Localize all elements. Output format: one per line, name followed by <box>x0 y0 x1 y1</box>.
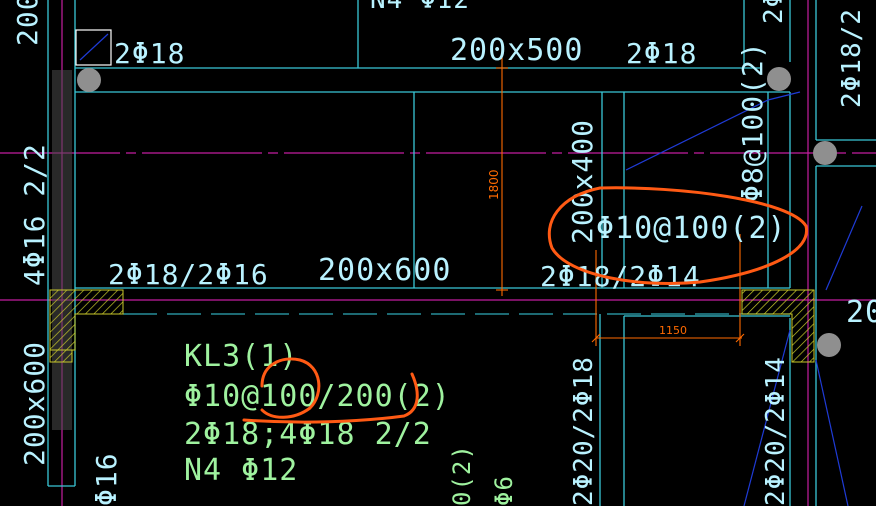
column-circle <box>813 141 837 165</box>
annotation-underline-left <box>242 372 419 424</box>
dimension-1800: 1800 <box>487 169 501 200</box>
label-left-bottom-vertical-rebar: Φ16 <box>90 452 123 506</box>
column-circle <box>817 333 841 357</box>
label-bottom-right-rebar: 2Φ18/2Φ14 <box>540 260 701 293</box>
label-right-vertical-1: 2Φ18/2 <box>837 8 867 108</box>
label-left-bottom-vertical-size: 200x600 <box>18 341 51 466</box>
label-bottom-right-vertical-rebar: 2Φ20/2Φ14 <box>761 356 791 506</box>
label-top-beam-size: 200x500 <box>450 33 583 68</box>
column-circle <box>77 68 101 92</box>
label-top-right-rebar: 2Φ18 <box>626 37 697 70</box>
label-bottom-green-frag-2: Φ6 <box>490 475 518 506</box>
hand-annotations <box>242 186 809 424</box>
annotation-circle-right <box>547 186 809 285</box>
kl-waist: N4 Φ12 <box>184 453 298 488</box>
dimension-1150: 1150 <box>659 324 687 337</box>
label-top-left-vertical: 200 <box>11 0 44 46</box>
label-mid-vertical-size: 200x400 <box>566 119 599 244</box>
label-circled-stirrup: Φ10@100(2) <box>596 211 787 246</box>
label-bottom-beam-size: 200x600 <box>318 253 451 288</box>
label-right-edge-size: 20 <box>846 295 876 330</box>
label-bottom-green-frag-1: 0(2) <box>448 444 476 506</box>
left-wall-fill <box>52 70 72 430</box>
label-right-vertical-top: 2Φ <box>759 0 789 24</box>
hatched-columns <box>49 289 815 363</box>
label-bottom-left-rebar: 2Φ18/2Φ16 <box>108 258 269 291</box>
dimension-lines <box>496 40 745 346</box>
beam-outlines <box>47 0 876 506</box>
column-circle <box>767 67 791 91</box>
label-top-left-rebar: 2Φ18 <box>114 37 185 70</box>
blue-guide-lines <box>625 91 863 506</box>
label-mid-vertical-stirrup: Φ8@100(2) <box>736 41 769 202</box>
label-left-vertical-rebar: 4Φ16 2/2 <box>18 143 51 286</box>
label-top-clip: N4 Φ12 <box>370 0 470 15</box>
annotation-circle-left <box>260 357 321 419</box>
small-square-marker <box>75 29 112 66</box>
column-markers <box>77 67 841 357</box>
kl-name: KL3(1) <box>184 339 298 374</box>
label-bottom-mid-vertical-rebar: 2Φ20/2Φ18 <box>569 356 599 506</box>
